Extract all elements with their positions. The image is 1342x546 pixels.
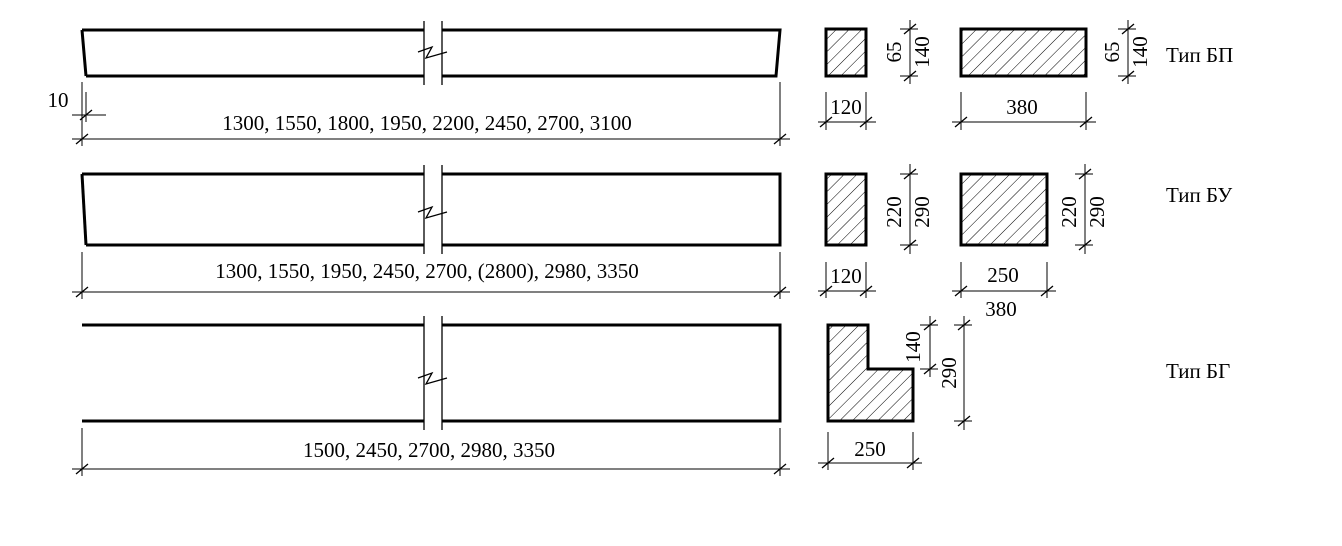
length-dimension-bp: 1300, 1550, 1800, 1950, 2200, 2450, 2700… [72,82,790,146]
section-width-label: 120 [830,264,862,288]
type-label-bg: Тип БГ [1166,359,1230,383]
beam-elevation-bp [80,21,782,85]
section-width-label: 380 [1006,95,1038,119]
row-bu: 1300, 1550, 1950, 2450, 2700, (2800), 29… [72,164,1232,321]
section-extra-width-label: 380 [985,297,1017,321]
length-label-bp: 1300, 1550, 1800, 1950, 2200, 2450, 2700… [222,111,632,135]
type-label-bu: Тип БУ [1166,183,1232,207]
beam-elevation-bg [82,316,782,430]
offset-dimension: 10 [48,88,106,122]
section-height-label: 140 [1128,36,1152,68]
beam-elevation-bu [80,165,782,254]
break-symbol [417,205,448,220]
section-bu-narrow: 120 220 290 [818,164,934,298]
section-bu-wide: 250 380 220 290 [952,164,1109,321]
row-bp: 1300, 1550, 1800, 1950, 2200, 2450, 2700… [48,20,1233,146]
offset-label: 10 [48,88,69,112]
length-label-bg: 1500, 2450, 2700, 2980, 3350 [303,438,555,462]
section-height-label: 65 [1100,42,1124,63]
section-width-label: 250 [987,263,1019,287]
break-symbol [417,371,448,386]
section-height-label: 140 [901,331,925,363]
section-height-label: 290 [910,196,934,228]
section-bp-narrow: 120 65 140 [818,20,934,130]
section-bp-wide: 380 65 140 [952,20,1152,130]
section-height-label: 220 [1057,196,1081,228]
length-dimension-bu: 1300, 1550, 1950, 2450, 2700, (2800), 29… [72,252,790,299]
break-symbol [417,45,448,60]
section-height-label: 140 [910,36,934,68]
section-height-label: 65 [882,42,906,63]
section-width-label: 120 [830,95,862,119]
section-width-label: 250 [854,437,886,461]
length-label-bu: 1300, 1550, 1950, 2450, 2700, (2800), 29… [215,259,639,283]
section-height-label: 290 [937,357,961,389]
section-height-label: 290 [1085,196,1109,228]
length-dimension-bg: 1500, 2450, 2700, 2980, 3350 [72,428,790,476]
section-height-label: 220 [882,196,906,228]
section-bg: 250 140 290 [818,316,972,470]
row-bg: 1500, 2450, 2700, 2980, 3350 250 140 290… [72,316,1230,476]
type-label-bp: Тип БП [1166,43,1233,67]
